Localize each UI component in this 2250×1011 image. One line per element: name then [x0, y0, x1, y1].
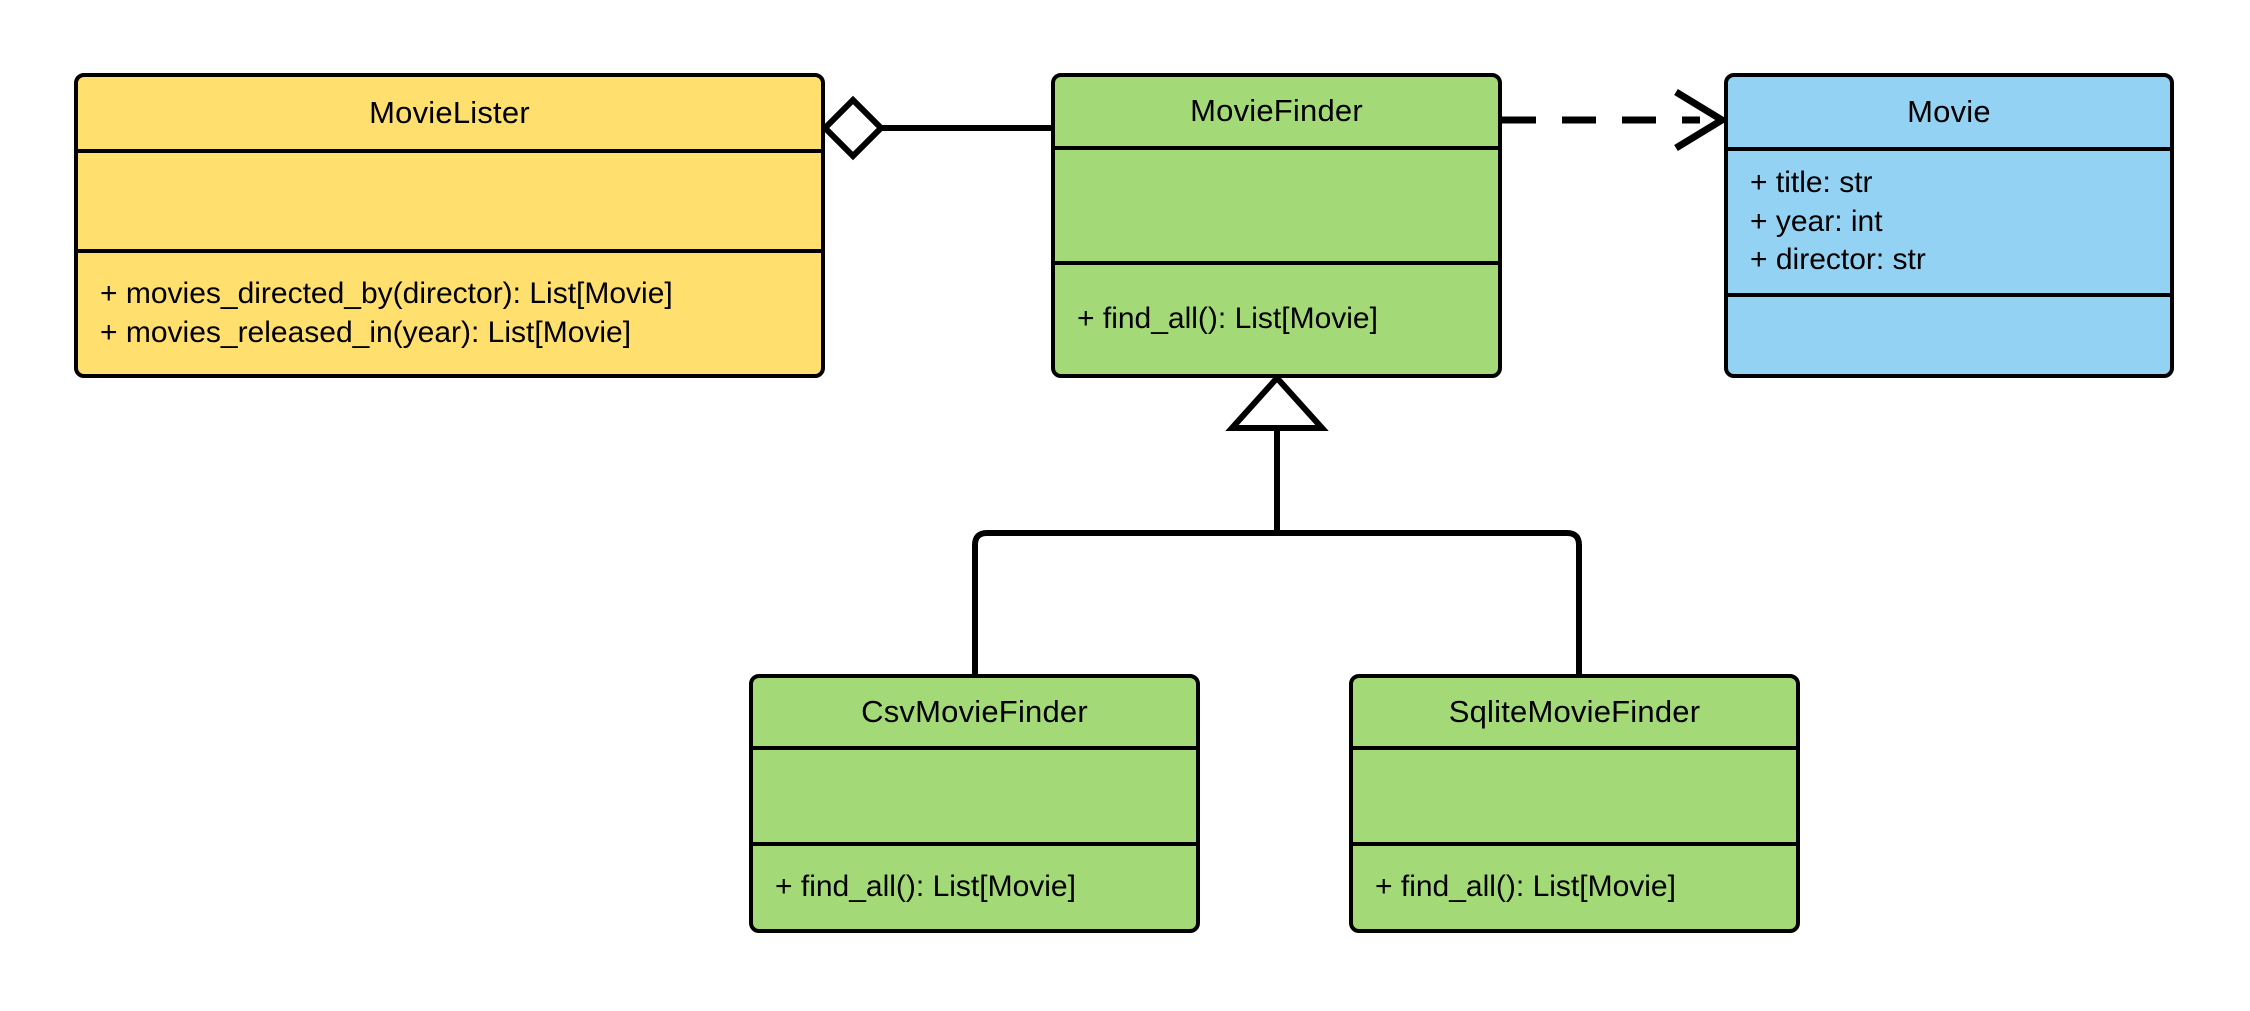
- method-item: + movies_directed_by(director): List[Mov…: [100, 277, 673, 311]
- method-item: + find_all(): List[Movie]: [1077, 302, 1378, 336]
- method-item: + find_all(): List[Movie]: [1375, 870, 1676, 904]
- class-name-compartment: Movie: [1728, 77, 2170, 147]
- attributes-compartment: [78, 149, 821, 249]
- methods-compartment: + find_all(): List[Movie]: [1353, 842, 1796, 929]
- method-item: + movies_released_in(year): List[Movie]: [100, 315, 632, 349]
- methods-compartment: [1728, 293, 2170, 374]
- uml-class-csv-movie-finder[interactable]: CsvMovieFinder + find_all(): List[Movie]: [749, 674, 1200, 933]
- attribute-item: + director: str: [1750, 243, 1926, 277]
- class-name-compartment: MovieLister: [78, 77, 821, 149]
- uml-class-movie[interactable]: Movie + title: str + year: int + directo…: [1724, 73, 2174, 378]
- class-name-compartment: MovieFinder: [1055, 77, 1498, 146]
- class-name-label: Movie: [1907, 93, 1991, 129]
- class-name-label: MovieFinder: [1190, 93, 1363, 129]
- method-item: + find_all(): List[Movie]: [775, 870, 1076, 904]
- uml-class-sqlite-movie-finder[interactable]: SqliteMovieFinder + find_all(): List[Mov…: [1349, 674, 1800, 933]
- class-name-compartment: CsvMovieFinder: [753, 678, 1196, 746]
- class-name-label: CsvMovieFinder: [861, 693, 1088, 729]
- attribute-item: + year: int: [1750, 204, 1883, 238]
- class-name-label: MovieLister: [369, 94, 530, 130]
- methods-compartment: + find_all(): List[Movie]: [753, 842, 1196, 929]
- hollow-diamond-marker: [820, 95, 886, 161]
- class-name-compartment: SqliteMovieFinder: [1353, 678, 1796, 746]
- attributes-compartment: [753, 746, 1196, 842]
- methods-compartment: + movies_directed_by(director): List[Mov…: [78, 249, 821, 374]
- class-name-label: SqliteMovieFinder: [1448, 693, 1701, 729]
- uml-class-movie-lister[interactable]: MovieLister + movies_directed_by(directo…: [74, 73, 825, 378]
- open-arrow-marker: [1674, 89, 1729, 151]
- methods-compartment: + find_all(): List[Movie]: [1055, 261, 1498, 374]
- attributes-compartment: [1055, 146, 1498, 261]
- uml-class-movie-finder[interactable]: MovieFinder + find_all(): List[Movie]: [1051, 73, 1502, 378]
- aggregation-connector-lister-finder[interactable]: [820, 95, 1051, 161]
- attributes-compartment: + title: str + year: int + director: str: [1728, 147, 2170, 293]
- generalization-connector-tree[interactable]: [972, 373, 1582, 674]
- dependency-connector-finder-movie[interactable]: [1502, 89, 1729, 151]
- attribute-item: + title: str: [1750, 166, 1873, 200]
- attributes-compartment: [1353, 746, 1796, 842]
- generalization-branch-bar: [972, 530, 1582, 674]
- hollow-triangle-marker: [1225, 373, 1329, 431]
